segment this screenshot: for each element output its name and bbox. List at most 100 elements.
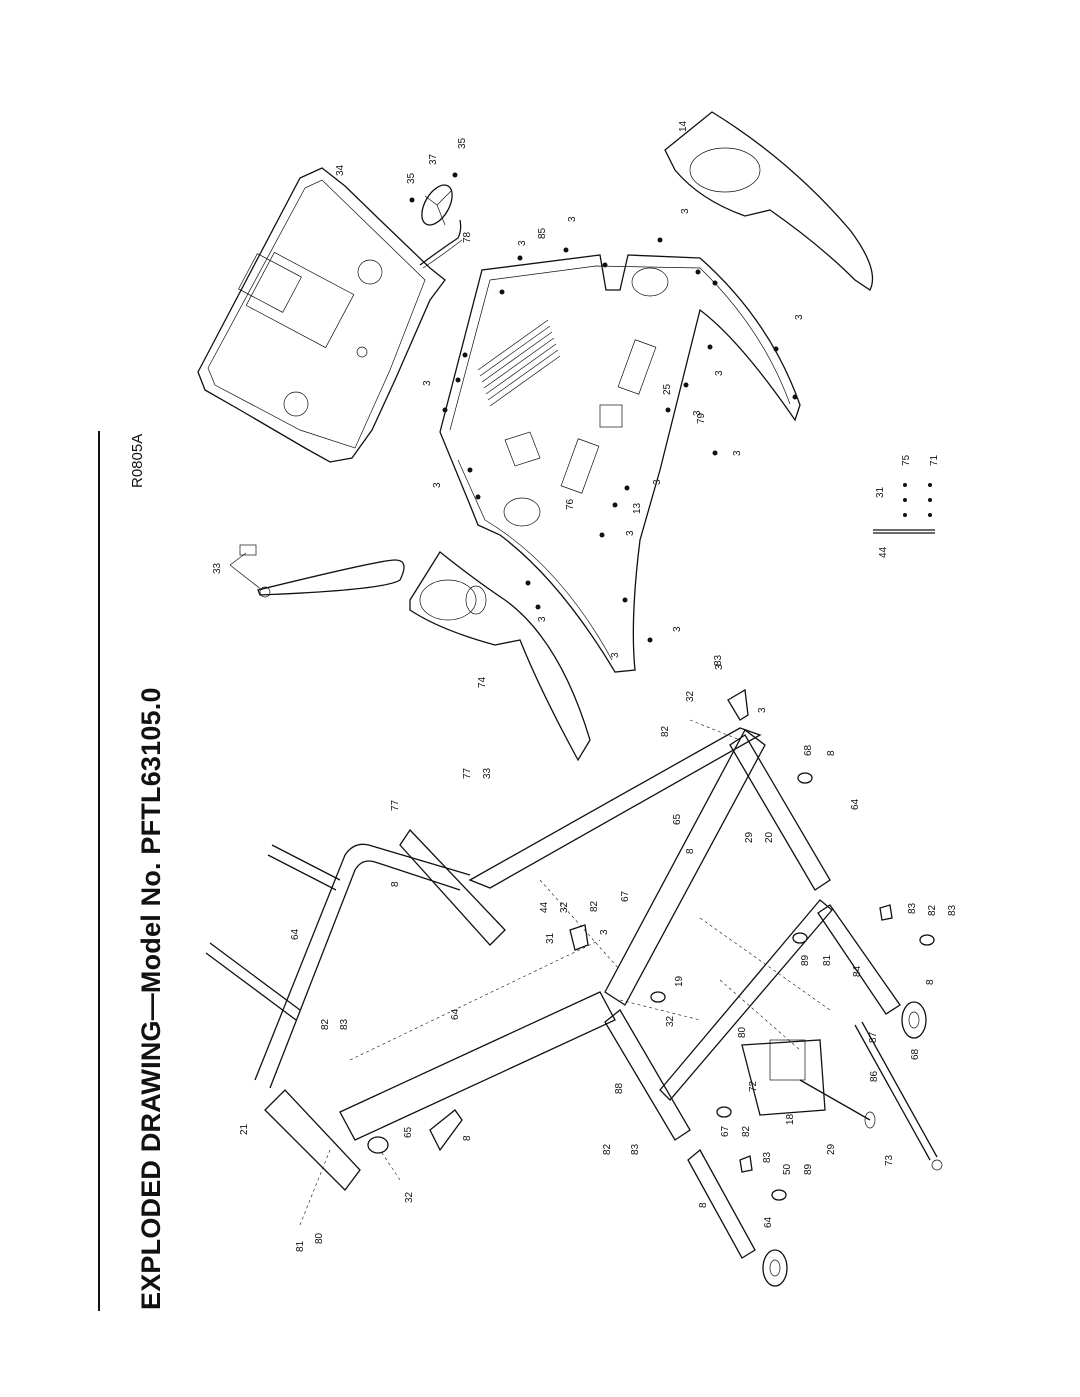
callout: 32 [665,1015,676,1027]
callout: 35 [406,172,417,184]
callout: 8 [925,979,936,985]
callout: 82 [660,725,671,737]
callout: 73 [884,1154,895,1166]
callout: 68 [910,1048,921,1060]
callout: 65 [672,813,683,825]
callout: 3 [732,450,743,456]
callout: 72 [748,1080,759,1092]
callout: 3 [610,652,621,658]
callout: 33 [482,767,493,779]
callout: 64 [763,1216,774,1228]
callout: 3 [680,208,691,214]
hood-cover-part [229,544,405,598]
callout: 3 [714,664,725,670]
callout: 8 [698,1202,709,1208]
callout: 87 [868,1031,879,1043]
upper-body-part [439,254,801,673]
callout: 21 [239,1123,250,1135]
callout: 81 [295,1240,306,1252]
wheel-parts [762,1001,927,1287]
callout: 83 [713,654,724,666]
callout: 8 [826,750,837,756]
callout: 3 [599,929,610,935]
callout: 31 [875,486,886,498]
callout: 3 [672,626,683,632]
callout: 80 [737,1026,748,1038]
callout: 77 [462,767,473,779]
callout: 85 [537,227,548,239]
callout: 32 [685,690,696,702]
callout: 19 [674,975,685,987]
extension-tube [873,529,935,534]
callout: 76 [565,498,576,510]
callout: 3 [537,616,548,622]
leveling-feet [650,772,935,1201]
callout: 14 [678,120,689,132]
callout: 13 [632,502,643,514]
callout: 3 [692,410,703,416]
callout: 82 [927,904,938,916]
callout-labels: 14 34 35 37 35 78 85 3 3 3 3 3 3 3 3 3 3… [212,120,958,1252]
callout: 82 [741,1125,752,1137]
callout: 3 [714,370,725,376]
callout: 82 [589,900,600,912]
callout: 89 [803,1163,814,1175]
callout: 8 [390,881,401,887]
callout: 31 [545,932,556,944]
leader-lines [299,719,831,1226]
callout: 18 [785,1113,796,1125]
callout: 3 [652,479,663,485]
callout: 82 [320,1018,331,1030]
callout: 79 [696,412,707,424]
callout: 8 [462,1135,473,1141]
callout: 83 [630,1143,641,1155]
callout: 37 [428,153,439,165]
callout: 3 [567,216,578,222]
callout: 35 [457,137,468,149]
callout: 83 [947,904,958,916]
callout: 20 [764,831,775,843]
frame-part [205,727,901,1259]
hardware-parts [367,172,932,1173]
callout: 64 [290,928,301,940]
callout: 34 [335,164,346,176]
callout: 89 [800,954,811,966]
callout: 82 [602,1143,613,1155]
callout: 44 [539,901,550,913]
callout: 67 [620,890,631,902]
callout: 32 [404,1191,415,1203]
callout: 64 [450,1008,461,1020]
callout: 65 [403,1126,414,1138]
callout: 33 [212,562,223,574]
callout: 8 [685,848,696,854]
callout: 3 [432,482,443,488]
callout: 67 [720,1125,731,1137]
callout: 71 [929,454,940,466]
callout: 83 [907,902,918,914]
hood-left-part [409,551,591,762]
callout: 88 [614,1082,625,1094]
callout: 86 [869,1070,880,1082]
fan-part [419,184,463,269]
title-underline [98,431,100,1311]
callout: 83 [762,1151,773,1163]
callout: 84 [852,965,863,977]
callout: 77 [390,799,401,811]
callout: 74 [477,676,488,688]
callout: 3 [422,380,433,386]
callout: 81 [822,954,833,966]
callout: 3 [794,314,805,320]
callout: 3 [517,240,528,246]
callout: 78 [462,231,473,243]
callout: 3 [625,530,636,536]
actuator-part [854,1021,943,1171]
callout: 32 [559,901,570,913]
callout: 64 [850,798,861,810]
callout: 83 [339,1018,350,1030]
callout: 3 [757,707,768,713]
callout: 25 [662,383,673,395]
callout: 29 [826,1143,837,1155]
callout: 50 [782,1163,793,1175]
callout: 29 [744,831,755,843]
